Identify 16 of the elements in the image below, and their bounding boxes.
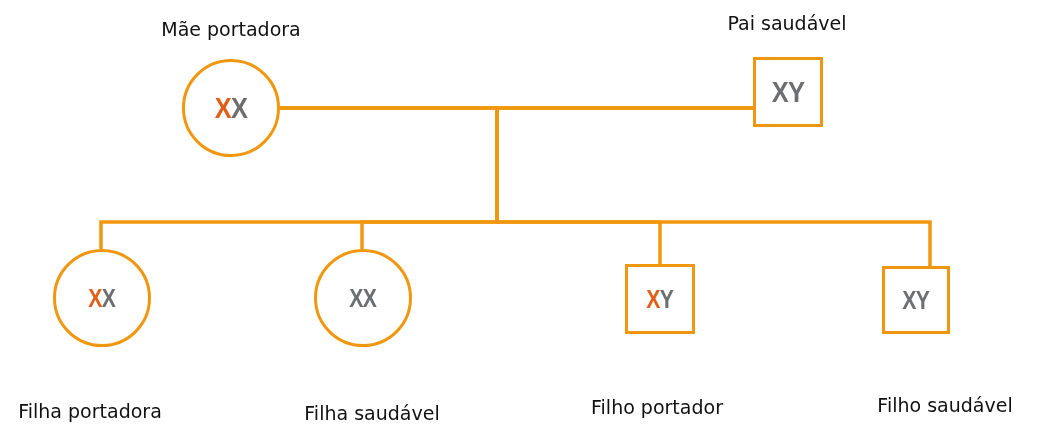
person-label: Filha portadora — [18, 400, 162, 422]
genotype-label: XX — [349, 283, 377, 313]
genotype-label: XY — [771, 75, 805, 109]
person-label: Filho saudável — [877, 394, 1013, 416]
genotype-label: XX — [214, 91, 248, 125]
person-label: Filho portador — [591, 396, 723, 418]
person-label: Pai saudável — [727, 12, 847, 34]
person-label: Filha saudável — [304, 402, 440, 424]
person-square — [882, 266, 950, 334]
genotype-label: XY — [646, 284, 674, 314]
pedigree-line — [495, 106, 932, 266]
person-square — [753, 57, 823, 127]
person-label: Mãe portadora — [161, 18, 301, 40]
genotype-label: XY — [902, 285, 930, 315]
person-square — [625, 264, 695, 334]
genotype-label: XX — [88, 283, 116, 313]
